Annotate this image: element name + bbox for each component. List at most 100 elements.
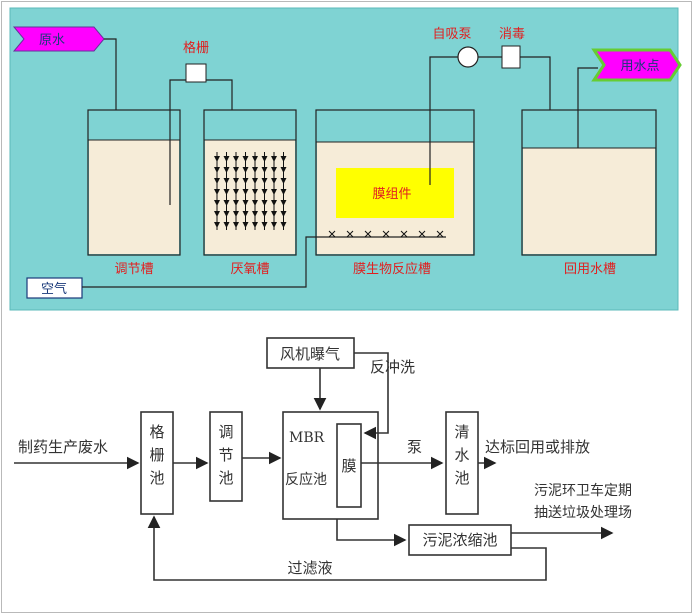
- carrier-node: [261, 211, 268, 217]
- carrier-node: [233, 156, 239, 162]
- carrier-node: [261, 189, 268, 195]
- membrane-box: [336, 423, 362, 508]
- aerator-nozzle: [418, 230, 426, 238]
- carrier-node: [252, 167, 258, 173]
- tank-reuse-label: 回用水槽: [564, 262, 616, 277]
- carrier-node: [214, 211, 220, 217]
- carrier-node: [280, 211, 287, 217]
- anaerobic-carriers: [214, 152, 287, 230]
- membrane-label: 膜: [341, 457, 356, 475]
- carrier-node: [214, 189, 220, 195]
- carrier-node: [252, 211, 258, 217]
- carrier-node: [280, 178, 287, 184]
- pump-flow-label: 泵: [407, 438, 422, 456]
- carrier-node: [223, 211, 230, 217]
- svg-text:格: 格: [149, 423, 164, 441]
- carrier-node: [280, 156, 287, 162]
- tank-adjust-label: 调节槽: [114, 262, 153, 277]
- svg-text:池: 池: [218, 469, 233, 487]
- carrier-node: [280, 200, 287, 206]
- carrier-node: [261, 167, 268, 173]
- output-label: 达标回用或排放: [485, 438, 590, 456]
- sludge-out-line2: 抽送垃圾处理场: [534, 505, 632, 521]
- air-label: 空气: [41, 281, 67, 297]
- disinfect-label: 消毒: [499, 27, 525, 42]
- carrier-node: [261, 156, 268, 162]
- aerator-nozzle: [346, 230, 354, 238]
- carrier-node: [271, 167, 277, 173]
- pump-icon: [457, 46, 479, 68]
- aerator-nozzle: [364, 230, 372, 238]
- carrier-node: [271, 211, 277, 217]
- backwash-loop: [354, 352, 389, 440]
- aerator-nozzle: [328, 230, 336, 238]
- mbr-tank-box: [282, 411, 379, 520]
- tank-adjust: [87, 109, 181, 256]
- svg-text:调: 调: [218, 423, 233, 441]
- tank-mbr-label: 膜生物反应槽: [353, 261, 431, 277]
- tank-anaerobic-label: 厌氧槽: [230, 262, 269, 277]
- clear-tank-label: 清 水 池: [454, 423, 469, 487]
- screen-tank-label: 格 栅 池: [149, 423, 164, 487]
- carrier-node: [271, 222, 277, 228]
- carrier-node: [223, 156, 230, 162]
- input-label: 制药生产废水: [18, 438, 108, 456]
- aerator-nozzles: [328, 230, 444, 238]
- membrane-module: [336, 168, 454, 218]
- svg-text:池: 池: [454, 469, 469, 487]
- carrier-node: [242, 167, 249, 173]
- reuse-point-label: 用水点: [620, 59, 659, 74]
- sludge-out-line1: 污泥环卫车定期: [534, 482, 632, 499]
- disinfect-to-reuse: [520, 56, 551, 128]
- adjust-tank-box: [209, 411, 243, 502]
- air-tag: [26, 277, 83, 299]
- aerator-nozzle: [382, 230, 390, 238]
- carrier-node: [271, 189, 277, 195]
- mbr-sub: 反应池: [285, 471, 327, 488]
- source-flow-line: [104, 38, 117, 128]
- sludge-tank-label: 污泥浓缩池: [422, 531, 497, 549]
- carrier-node: [242, 211, 249, 217]
- carrier-node: [242, 178, 249, 184]
- svg-text:清: 清: [454, 423, 469, 441]
- carrier-node: [271, 156, 277, 162]
- carrier-node: [233, 222, 239, 228]
- carrier-node: [242, 222, 249, 228]
- pump-label: 自吸泵: [432, 27, 471, 42]
- filtrate-label: 过滤液: [287, 559, 332, 577]
- membrane-module-label: 膜组件: [372, 187, 411, 202]
- carrier-node: [280, 189, 287, 195]
- carrier-node: [242, 156, 249, 162]
- carrier-node: [214, 222, 220, 228]
- tank-anaerobic: [203, 109, 297, 256]
- sludge-tank-box: [408, 524, 512, 556]
- carrier-node: [261, 200, 268, 206]
- svg-text:水: 水: [454, 446, 469, 464]
- carrier-node: [223, 222, 230, 228]
- svg-text:池: 池: [149, 469, 164, 487]
- carrier-node: [261, 222, 268, 228]
- carrier-node: [214, 178, 220, 184]
- carrier-node: [280, 222, 287, 228]
- carrier-node: [214, 156, 220, 162]
- carrier-node: [233, 200, 239, 206]
- carrier-node: [252, 156, 258, 162]
- carrier-node: [252, 178, 258, 184]
- carrier-node: [214, 167, 220, 173]
- carrier-node: [223, 189, 230, 195]
- carrier-node: [261, 178, 268, 184]
- aerator-nozzle: [400, 230, 408, 238]
- carrier-node: [233, 211, 239, 217]
- carrier-node: [252, 222, 258, 228]
- svg-text:节: 节: [218, 446, 233, 464]
- source-tag: 原水: [12, 26, 105, 52]
- carrier-node: [233, 189, 239, 195]
- carrier-node: [271, 178, 277, 184]
- svg-text:栅: 栅: [149, 446, 164, 464]
- source-label: 原水: [39, 33, 65, 48]
- filtrate-return-line: [147, 515, 547, 581]
- disinfect-box: [501, 45, 521, 69]
- carrier-node: [214, 200, 220, 206]
- carrier-node: [223, 200, 230, 206]
